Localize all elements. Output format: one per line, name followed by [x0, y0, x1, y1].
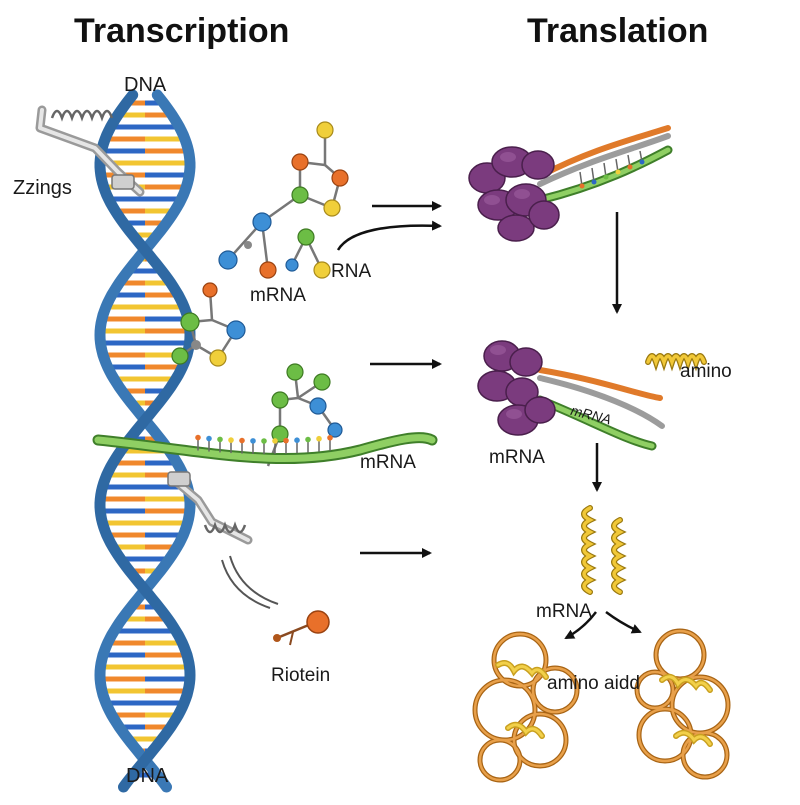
heading-transcription: Transcription: [74, 12, 290, 50]
mrna-base-dot: [283, 437, 289, 444]
mrna-base-dot: [305, 436, 311, 443]
label-dna-bottom: DNA: [126, 765, 169, 787]
arrow-branch-left: [564, 611, 597, 640]
amino-helix-icon: [645, 353, 707, 372]
label-riotein: Riotein: [271, 665, 331, 686]
process-arrows: [336, 201, 642, 640]
protein-node: [273, 610, 330, 646]
mrna-base-dot: [239, 437, 245, 444]
dna-backbone-strand-a: [94, 89, 196, 793]
ribosome-top: [468, 125, 673, 242]
ribosome-middle: [477, 340, 665, 451]
label-amino: amino: [680, 361, 732, 382]
mrna-base-dot: [261, 438, 267, 444]
label-mrna-molecule: mRNA: [250, 285, 306, 306]
folded-protein-right: [634, 628, 731, 780]
mrna-base-dot: [272, 438, 278, 444]
label-mrna-strand: mRNA: [360, 452, 416, 473]
label-mrna-ribosome: mRNA: [489, 447, 545, 468]
label-rna: RNA: [331, 261, 372, 282]
mrna-base-dot: [327, 434, 333, 441]
protein-alpha-helices: [581, 505, 627, 595]
mrna-base-dot: [294, 437, 300, 443]
arrow-branch-right: [605, 610, 642, 634]
mrna-base-dot: [228, 437, 234, 443]
mrna-base-dot: [206, 435, 212, 442]
folded-protein-left: [472, 631, 580, 783]
mrna-bases: [195, 434, 333, 454]
heading-translation: Translation: [527, 12, 709, 50]
label-amino-acid: amino aidd: [547, 673, 640, 694]
label-zzings: Zzings: [13, 177, 72, 199]
nucleotide-cluster-top: [218, 121, 349, 279]
zinc-finger-bottom: [167, 471, 279, 609]
nucleotide-cluster-middle: [171, 282, 246, 367]
mrna-base-dot: [250, 438, 256, 444]
label-dna-top: DNA: [124, 74, 167, 96]
label-mrna-helix: mRNA: [536, 601, 592, 622]
mrna-base-dot: [316, 435, 322, 442]
mrna-strand-transcription: [92, 432, 438, 465]
mrna-base-dot: [195, 434, 201, 441]
mrna-base-dot: [217, 436, 223, 443]
arrow-curved-rna: [336, 220, 442, 251]
zinc-finger-top: [35, 105, 145, 197]
nucleotide-cluster-lower: [266, 363, 343, 467]
